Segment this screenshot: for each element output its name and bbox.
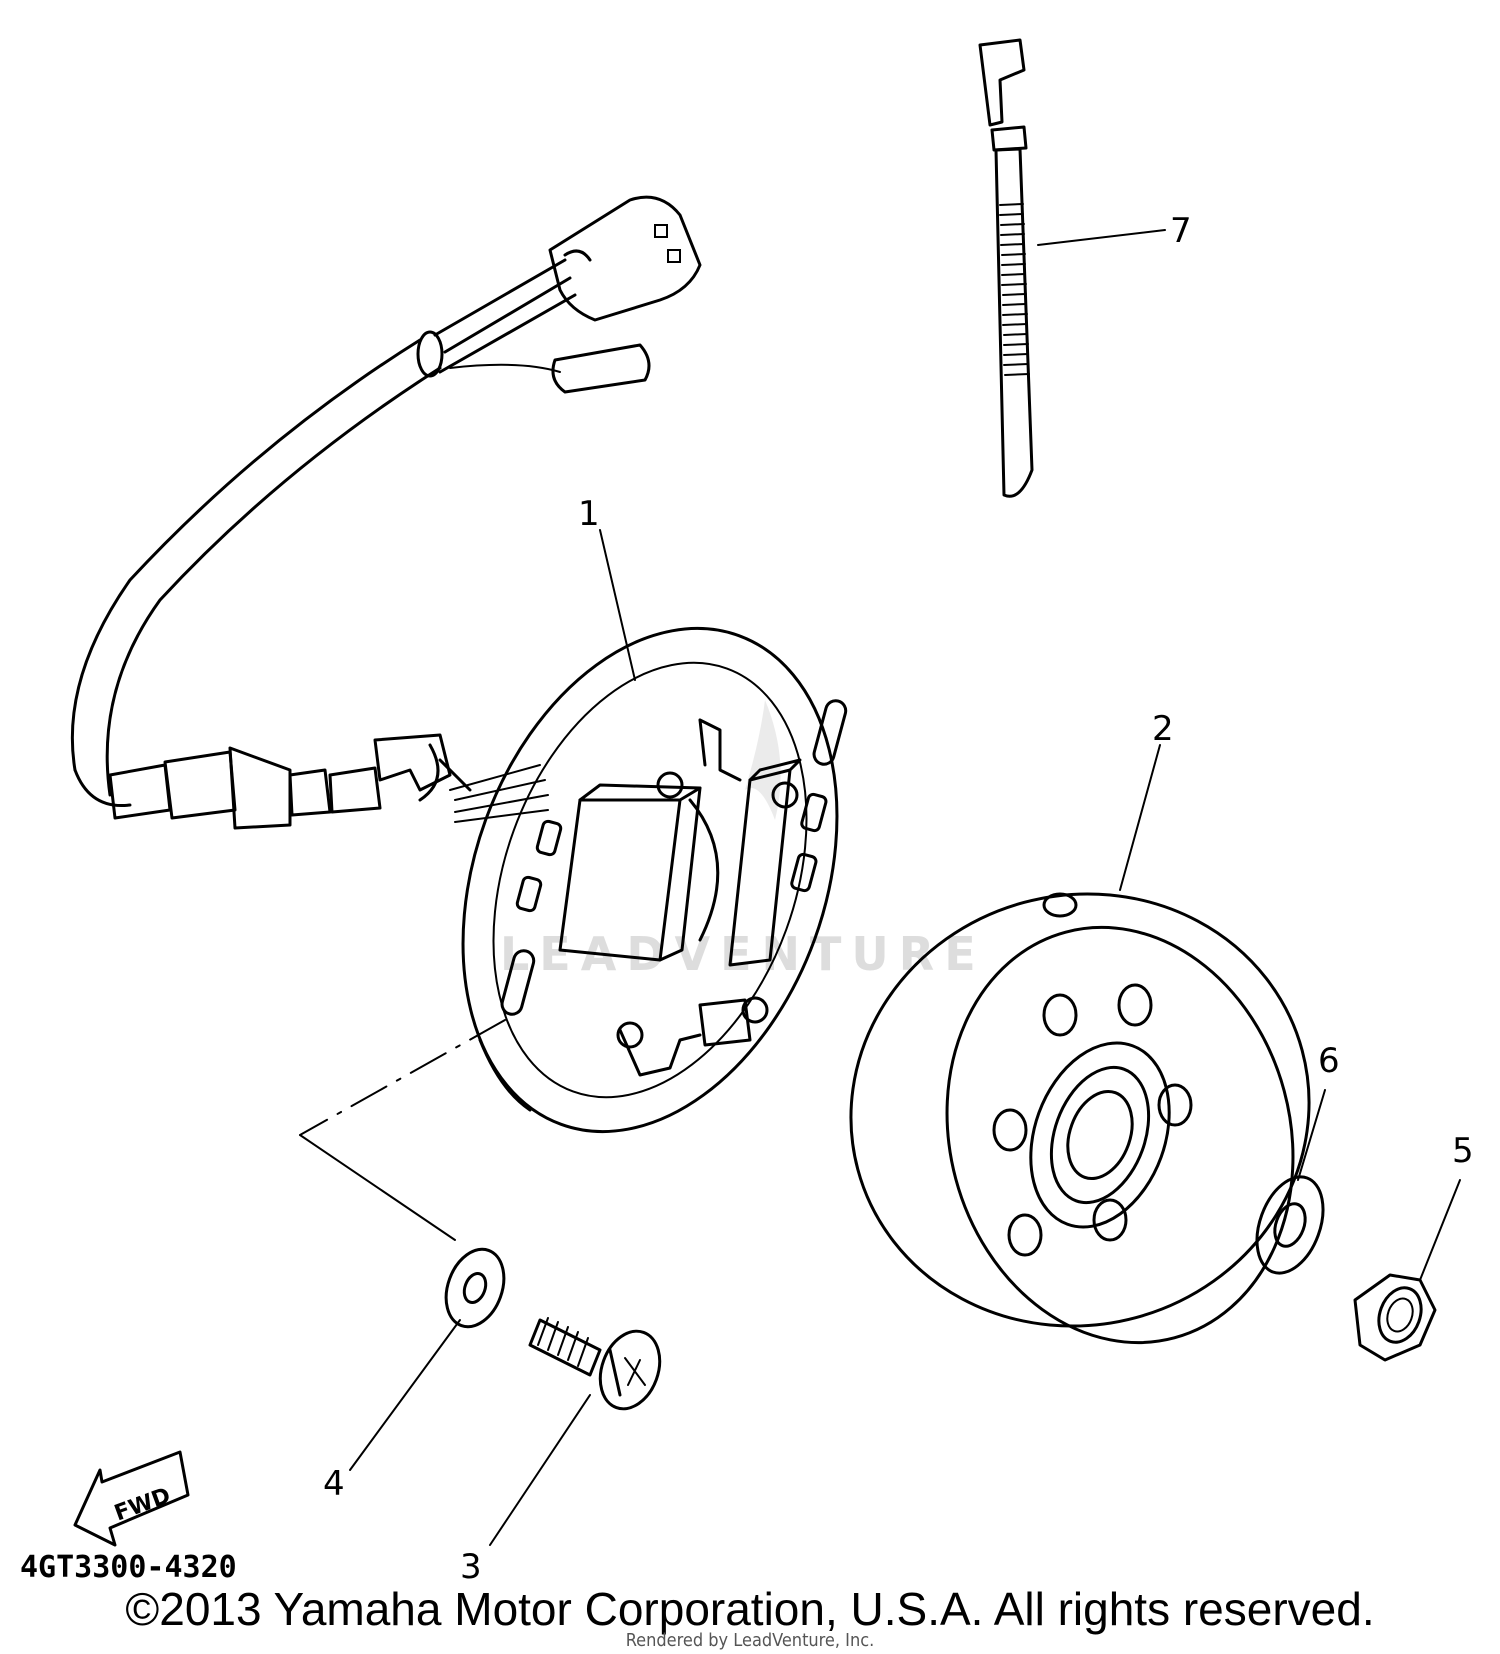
screw-3 bbox=[528, 1317, 662, 1411]
diagram-part-number: 4GT3300-4320 bbox=[20, 1550, 237, 1585]
washer-6 bbox=[1255, 1175, 1325, 1275]
fwd-label: FWD bbox=[111, 1483, 174, 1526]
wiring-harness bbox=[70, 195, 702, 830]
callout-3: 3 bbox=[460, 1547, 482, 1587]
callout-4: 4 bbox=[323, 1464, 345, 1504]
cable-tie bbox=[978, 38, 1034, 498]
washer-4 bbox=[444, 1247, 506, 1329]
leader-lines bbox=[349, 229, 1461, 1546]
callout-6: 6 bbox=[1318, 1041, 1340, 1081]
flywheel-rotor bbox=[849, 892, 1311, 1345]
leadventure-watermark: LEADVENTURE bbox=[500, 700, 986, 981]
watermark-text: LEADVENTURE bbox=[500, 927, 986, 981]
nut-5 bbox=[1353, 1273, 1437, 1362]
stator-assembly bbox=[299, 626, 848, 1241]
copyright-notice: ©2013 Yamaha Motor Corporation, U.S.A. A… bbox=[125, 1583, 1375, 1635]
fwd-arrow-icon: FWD bbox=[73, 1450, 190, 1547]
callout-7: 7 bbox=[1170, 211, 1192, 251]
rendered-by-credit: Rendered by LeadVenture, Inc. bbox=[625, 1630, 875, 1651]
callout-1: 1 bbox=[578, 494, 600, 534]
callout-5: 5 bbox=[1452, 1131, 1474, 1171]
callout-labels: 7 1 2 6 5 4 3 bbox=[323, 211, 1474, 1587]
callout-2: 2 bbox=[1152, 709, 1174, 749]
